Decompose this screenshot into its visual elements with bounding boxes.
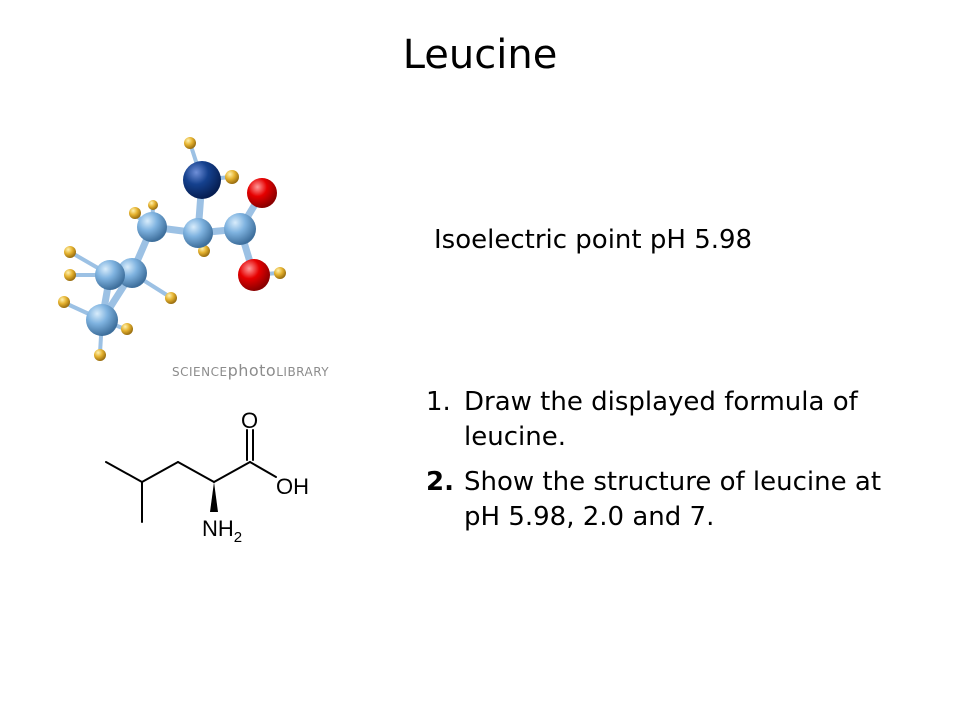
- nitrogen-atom: [183, 161, 221, 199]
- isoelectric-point-text: Isoelectric point pH 5.98: [434, 225, 753, 255]
- leucine-3d-model-image: [58, 137, 286, 361]
- oxygen-atom-carbonyl: [247, 178, 277, 208]
- watermark-library: LIBRARY: [276, 365, 330, 379]
- hydrogen-atoms: [58, 137, 286, 361]
- watermark-science: SCIENCE: [172, 365, 228, 379]
- oxygen-label: O: [241, 408, 258, 433]
- wedge-bond: [210, 482, 218, 512]
- leucine-skeletal-formula: O OH NH2: [105, 408, 309, 546]
- list-item: 1. Draw the displayed formula of leucine…: [426, 385, 896, 455]
- task-list: 1. Draw the displayed formula of leucine…: [426, 385, 896, 545]
- task-number: 2.: [426, 467, 454, 497]
- science-photo-library-watermark: SCIENCEphotoLIBRARY: [172, 361, 329, 380]
- amine-label: NH2: [202, 516, 242, 546]
- oxygen-atom-hydroxyl: [238, 259, 270, 291]
- task-text: Show the structure of leucine at pH 5.98…: [464, 467, 882, 532]
- slide-title: Leucine: [402, 32, 558, 78]
- list-item: 2. Show the structure of leucine at pH 5…: [426, 465, 896, 535]
- watermark-photo: photo: [227, 361, 277, 380]
- hydroxyl-label: OH: [276, 474, 309, 499]
- task-number: 1.: [426, 387, 451, 417]
- task-text: Draw the displayed formula of leucine.: [464, 387, 858, 452]
- carbon-atoms: [86, 212, 256, 336]
- bonds: [98, 176, 266, 324]
